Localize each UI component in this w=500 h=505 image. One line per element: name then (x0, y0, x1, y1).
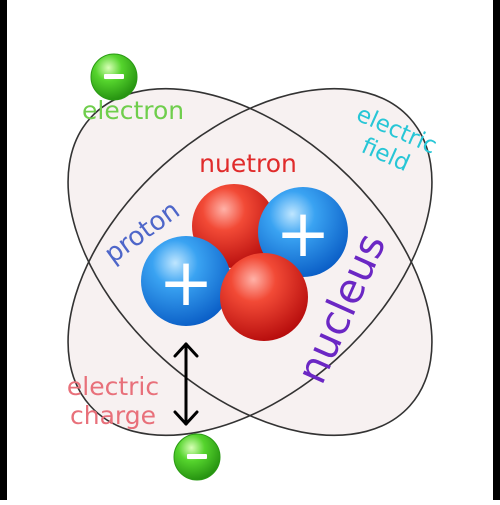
label-electric-charge-line1: electric (67, 372, 159, 401)
electron-minus-bottom (187, 454, 207, 459)
label-electron: electron (82, 96, 184, 125)
neutron-ball-front (220, 253, 308, 341)
frame-right-border (493, 0, 500, 500)
electron-top (90, 53, 138, 101)
label-electric-charge-line2: charge (70, 401, 156, 430)
nucleus-cluster: + + (141, 184, 348, 341)
proton-ball-left: + (141, 236, 231, 326)
orbit-b (67, 87, 433, 437)
label-neutron: nuetron (199, 149, 297, 178)
double-headed-arrow-icon (173, 342, 199, 426)
electron-bottom (173, 433, 221, 481)
proton-sign-left: + (158, 244, 213, 321)
electron-minus-top (104, 74, 124, 79)
orbit-a (67, 87, 433, 437)
frame-left-border (0, 0, 7, 500)
